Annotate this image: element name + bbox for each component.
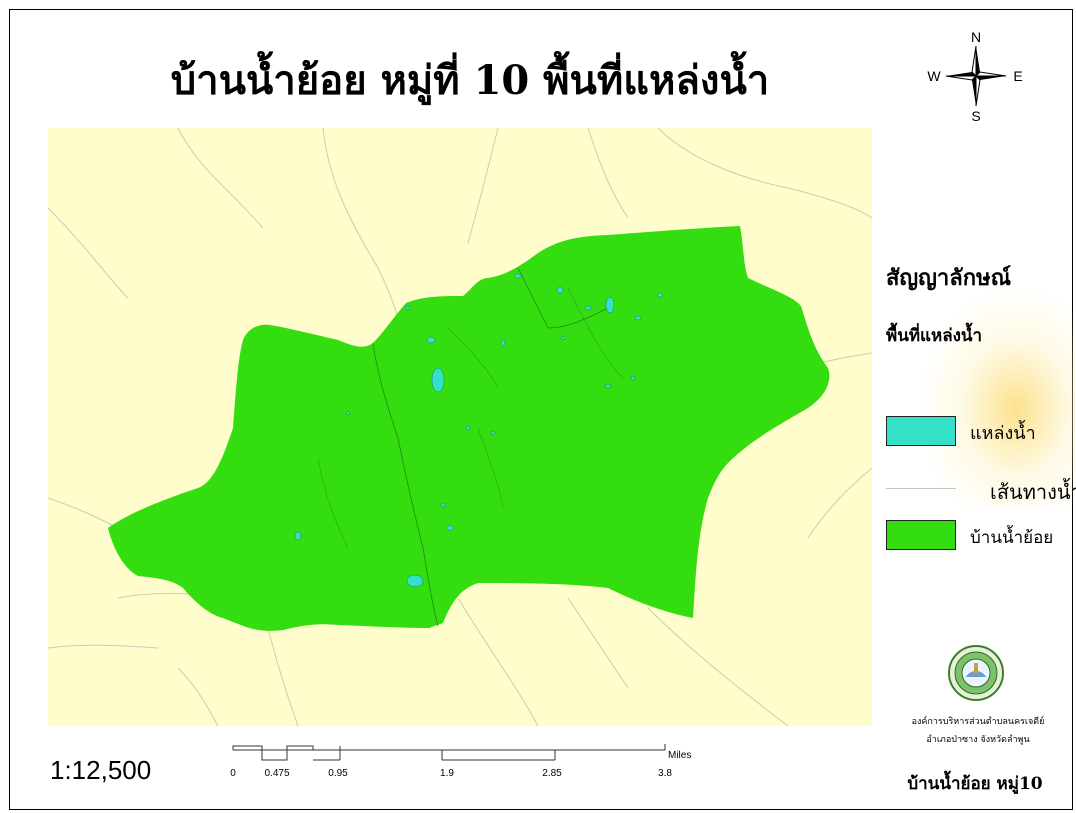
scale-tick-1: 0.475 (264, 768, 289, 779)
compass-w: W (927, 68, 941, 84)
organization-seal-icon (948, 645, 1004, 701)
north-arrow-icon: N S E W (927, 29, 1022, 123)
legend-label-water: แหล่งน้ำ (970, 423, 1036, 444)
map-title: บ้านน้ำย้อย หมู่ที่ 10 พื้นที่แหล่งน้ำ (170, 57, 770, 104)
scale-tick-3: 1.9 (440, 768, 454, 779)
scale-unit: Miles (668, 750, 691, 761)
legend-subtitle: พื้นที่แหล่งน้ำ (886, 326, 983, 346)
footer-label: บ้านน้ำย้อย หมู่10 (907, 774, 1043, 794)
scale-tick-4: 2.85 (542, 768, 562, 779)
compass-s: S (971, 108, 980, 123)
legend-swatch-water (886, 416, 956, 446)
legend-swatch-village (886, 520, 956, 550)
legend-glow (920, 288, 1076, 508)
organization-name: องค์การบริหารส่วนตำบลนครเจดีย์ (911, 717, 1045, 727)
legend-title: สัญญาลักษณ์ (886, 266, 1011, 291)
scale-ratio: 1:12,500 (50, 755, 152, 785)
compass-e: E (1013, 68, 1022, 84)
scale-bar: 0 0.475 0.95 1.9 2.85 3.8 Miles (230, 744, 691, 779)
organization-address: อำเภอป่าซาง จังหวัดลำพูน (926, 735, 1030, 745)
scale-tick-2: 0.95 (328, 768, 348, 779)
legend-swatch-stream (886, 488, 956, 489)
map-canvas[interactable] (48, 128, 872, 726)
water-bodies[interactable] (294, 273, 663, 588)
inner-streams (317, 287, 624, 549)
compass-n: N (971, 29, 981, 45)
legend-panel: สัญญาลักษณ์ พื้นที่แหล่งน้ำ แหล่งน้ำ เส้… (880, 248, 1076, 648)
legend-label-stream: เส้นทางน้ำ (990, 480, 1076, 504)
scale-tick-5: 3.8 (658, 768, 672, 779)
legend-label-village: บ้านน้ำย้อย (970, 528, 1054, 548)
sub-boundaries (372, 267, 609, 627)
scale-tick-0: 0 (230, 768, 236, 779)
